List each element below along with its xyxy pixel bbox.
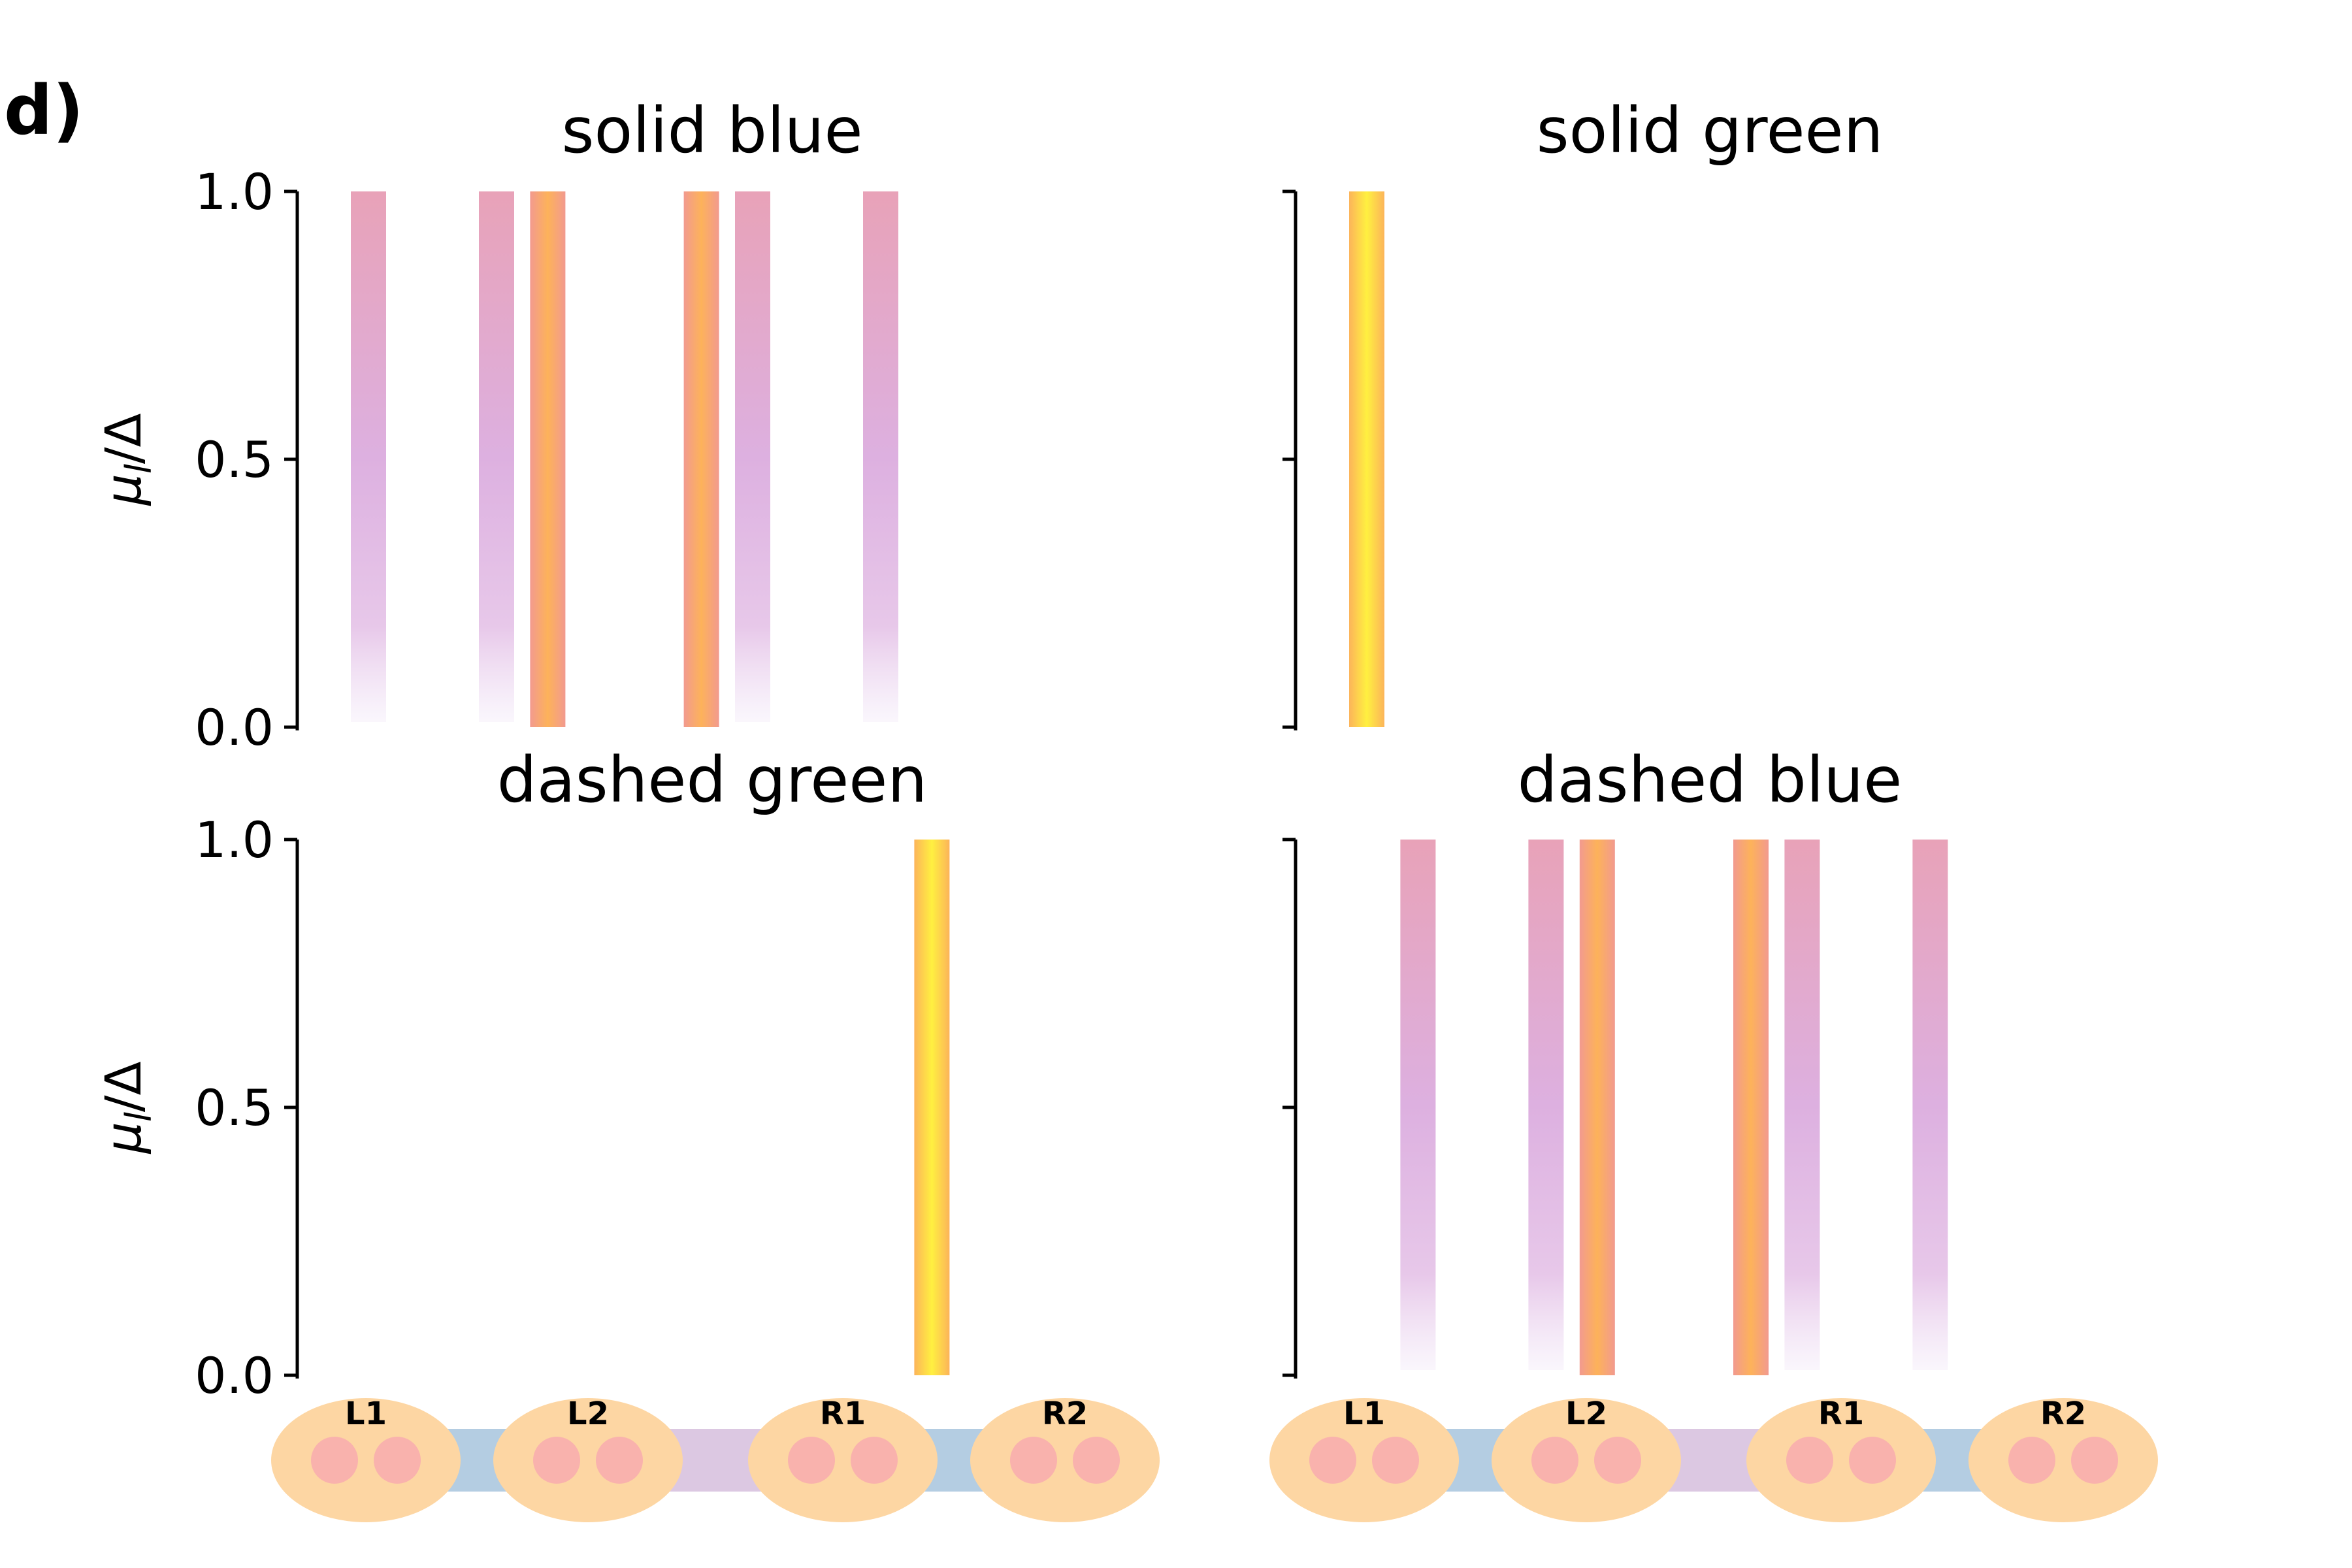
site-R1: R1 — [1746, 1396, 1936, 1522]
panels: solid blue 0.0 0.5 1.0 μl/Δ solid green dashed… — [94, 94, 2158, 1522]
site-L1: L1 — [1269, 1396, 1459, 1522]
site-dot — [1594, 1437, 1641, 1484]
y-tick-label-dashed-green-0: 0.0 — [195, 1347, 274, 1405]
panel-title-solid-green: solid green — [1537, 94, 1884, 167]
site-dot — [374, 1437, 421, 1484]
site-dot — [596, 1437, 643, 1484]
chain-left: L1 L2 R1 R2 — [271, 1396, 1160, 1522]
site-oval — [1492, 1398, 1681, 1522]
bar-solid-blue-5 — [863, 191, 898, 722]
bar-solid-blue-1 — [479, 191, 514, 722]
site-R2: R2 — [1968, 1396, 2158, 1522]
site-L2: L2 — [1492, 1396, 1681, 1522]
bar-dashed-blue-3 — [1733, 840, 1769, 1375]
panel-solid-green: solid green — [1282, 94, 1883, 730]
panel-title-dashed-blue: dashed blue — [1518, 743, 1903, 817]
site-oval — [748, 1398, 938, 1522]
site-label: R2 — [2040, 1396, 2086, 1432]
site-label: L2 — [567, 1396, 609, 1432]
site-oval — [271, 1398, 461, 1522]
panel-dashed-blue: dashed blue — [1282, 743, 1948, 1379]
site-label: R1 — [1818, 1396, 1864, 1432]
site-R1: R1 — [748, 1396, 938, 1522]
site-label: L1 — [1343, 1396, 1385, 1432]
site-dot — [1849, 1437, 1896, 1484]
bar-dashed-green-0 — [914, 840, 950, 1375]
bar-solid-blue-4 — [735, 191, 770, 722]
y-tick-label-dashed-green-1: 0.5 — [195, 1079, 274, 1137]
site-L1: L1 — [271, 1396, 461, 1522]
bar-dashed-blue-5 — [1912, 840, 1948, 1370]
panel-dashed-green: dashed green 0.0 0.5 1.0 μl/Δ — [94, 743, 950, 1405]
site-dot — [1309, 1437, 1356, 1484]
y-tick-label-dashed-green-2: 1.0 — [195, 811, 274, 869]
panel-title-solid-blue: solid blue — [561, 94, 862, 167]
site-dot — [1786, 1437, 1833, 1484]
site-dot — [311, 1437, 358, 1484]
site-label: R1 — [820, 1396, 866, 1432]
bar-solid-blue-3 — [683, 191, 719, 727]
panel-letter: d) — [4, 71, 84, 150]
y-axis-label-solid-blue: μl/Δ — [94, 414, 159, 506]
bar-solid-blue-2 — [530, 191, 566, 727]
bar-dashed-blue-2 — [1579, 840, 1615, 1375]
bar-dashed-blue-4 — [1784, 840, 1820, 1370]
site-dot — [2071, 1437, 2118, 1484]
bar-dashed-blue-0 — [1400, 840, 1436, 1370]
site-label: R2 — [1042, 1396, 1088, 1432]
site-label: L2 — [1565, 1396, 1607, 1432]
site-dot — [1073, 1437, 1120, 1484]
panel-title-dashed-green: dashed green — [497, 743, 927, 817]
site-dot — [851, 1437, 898, 1484]
y-tick-label-solid-blue-2: 1.0 — [195, 163, 274, 221]
site-dot — [1372, 1437, 1419, 1484]
y-axis-label-dashed-green: μl/Δ — [94, 1062, 159, 1154]
site-L2: L2 — [493, 1396, 683, 1522]
site-dot — [533, 1437, 580, 1484]
site-R2: R2 — [970, 1396, 1160, 1522]
site-dot — [1531, 1437, 1578, 1484]
bar-solid-green-0 — [1349, 191, 1384, 727]
site-oval — [970, 1398, 1160, 1522]
y-tick-label-solid-blue-0: 0.0 — [195, 698, 274, 757]
site-dot — [2008, 1437, 2055, 1484]
site-dot — [788, 1437, 835, 1484]
panel-solid-blue: solid blue 0.0 0.5 1.0 μl/Δ — [94, 94, 898, 757]
site-oval — [493, 1398, 683, 1522]
site-dot — [1010, 1437, 1057, 1484]
bar-solid-blue-0 — [351, 191, 386, 722]
y-tick-label-solid-blue-1: 0.5 — [195, 431, 274, 489]
bar-dashed-blue-1 — [1528, 840, 1564, 1370]
site-oval — [1968, 1398, 2158, 1522]
site-oval — [1746, 1398, 1936, 1522]
site-label: L1 — [345, 1396, 387, 1432]
site-oval — [1269, 1398, 1459, 1522]
chain-right: L1 L2 R1 R2 — [1269, 1396, 2158, 1522]
